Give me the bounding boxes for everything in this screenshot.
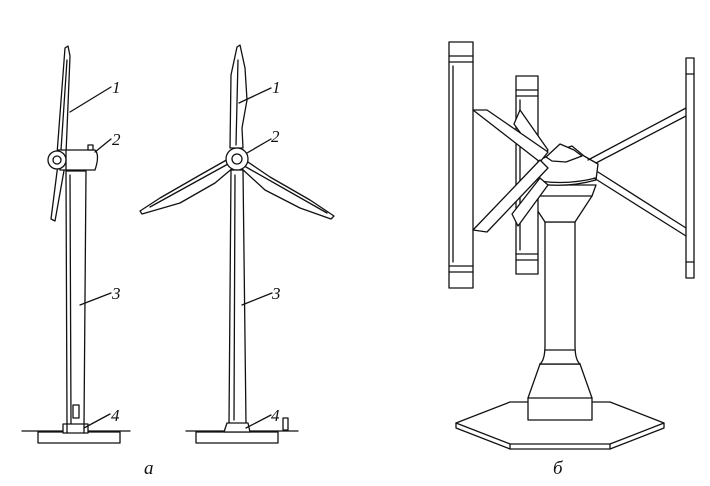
tower [228, 169, 247, 425]
label-1: 1 [272, 78, 281, 97]
caption-a: а [144, 458, 154, 479]
blade-up [229, 44, 248, 149]
nacelle [57, 149, 99, 171]
tower [539, 221, 581, 365]
turbine-side-view: 1 2 3 4 [21, 45, 131, 444]
strut-left-lower [472, 159, 549, 233]
blade-right [240, 159, 335, 220]
label-2: 2 [112, 130, 121, 149]
hub [47, 150, 67, 170]
tower-base [527, 363, 593, 421]
blade-upper [56, 45, 71, 155]
label-3: 3 [271, 284, 281, 303]
vertical-axis-turbine [448, 41, 695, 450]
label-4: 4 [111, 406, 120, 425]
label-1: 1 [112, 78, 121, 97]
turbine-front-view: 1 2 3 4 [139, 44, 335, 444]
blade-lower [50, 163, 66, 222]
tower [65, 170, 87, 427]
blade-right [685, 57, 695, 279]
tower-base [62, 423, 89, 434]
control-box [282, 417, 289, 431]
label-4: 4 [271, 406, 280, 425]
foundation [195, 431, 279, 444]
label-3: 3 [111, 284, 121, 303]
strut-right-upper [587, 107, 687, 161]
caption-b: б [553, 458, 564, 479]
control-box [72, 404, 80, 419]
strut-right-lower [597, 171, 687, 229]
tower-base [223, 422, 251, 433]
hub [225, 147, 249, 171]
strut-left-upper [472, 109, 549, 163]
label-2: 2 [271, 127, 280, 146]
blade-left [448, 41, 474, 289]
